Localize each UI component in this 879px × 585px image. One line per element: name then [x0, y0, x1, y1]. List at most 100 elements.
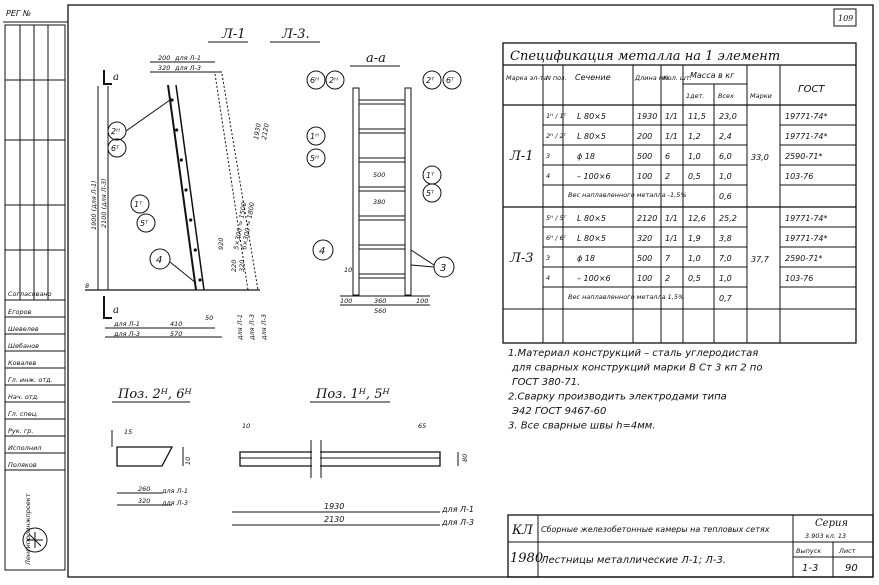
spec-length: 100 [637, 274, 652, 283]
rung [358, 128, 406, 134]
tb-issue-label: Выпуск [796, 547, 821, 555]
notes: 1.Материал конструкций – сталь углеродис… [508, 348, 762, 432]
stringer-back [175, 84, 205, 291]
aa-callout-6 [306, 70, 326, 90]
spec-section: – 100×6 [577, 172, 611, 181]
spec-section: L 80×5 [577, 132, 606, 141]
note-line: для сварных конструкций марки В Ст 3 кп … [511, 363, 762, 374]
institute-logo [22, 527, 48, 553]
aa-callout-1-label: 1ᴴ [310, 132, 319, 141]
aa-callout-1 [306, 126, 326, 146]
pos26-dim-10: 10 [184, 457, 192, 465]
spec-mass-one: 0,5 [688, 274, 701, 283]
strip-cell: Исполнил [8, 444, 41, 452]
cut-marker-bottom: а [113, 305, 119, 316]
spec-gost: 19771-74* [785, 112, 828, 121]
spec-qty: 6 [665, 152, 670, 161]
left-strip: РЕГ № Согласовано ЕгоровШевелевШебановКо… [3, 9, 68, 571]
strip-cell: Нач. отд. [8, 393, 39, 401]
spec-mass-all: 25,2 [719, 214, 737, 223]
spec-qty: 7 [665, 254, 671, 263]
dim-2120: 2120 [260, 123, 271, 141]
strip-cell: Гл. спец. [8, 410, 38, 418]
tb-sheet-val: 90 [845, 563, 858, 574]
spec-mark-total: 33,0 [751, 153, 769, 162]
spec-mass-all: 7,0 [719, 254, 732, 263]
note-line: 3. Все сварные швы h=4мм. [508, 421, 656, 432]
spec-length: 320 [637, 234, 652, 243]
pos15-dim-2130: 2130 [324, 515, 344, 524]
spec-gost: 19771-74* [785, 214, 828, 223]
dim-50: 50 [205, 314, 213, 322]
spec-section: L 80×5 [577, 214, 606, 223]
rung [358, 99, 406, 105]
tb-series-val: 3.903 кл. 13 [805, 532, 846, 540]
sheet-frame [67, 4, 874, 578]
spec-mass-one: 12,6 [688, 214, 706, 223]
pos-1-5-shape [239, 451, 441, 467]
spec-gost: 103-76 [785, 172, 813, 181]
agreed-label: Согласовано [8, 290, 52, 298]
spec-mass-one: 1,2 [688, 132, 701, 141]
dim-aa-100b: 100 [416, 297, 428, 305]
spec-qty: 1/1 [665, 214, 678, 223]
spec-mass-all: 2,4 [719, 132, 732, 141]
spec-length: 1930 [637, 112, 657, 121]
pos15-dim-10: 10 [242, 422, 250, 430]
rung [358, 244, 406, 250]
dim-for-l1: для Л-1 [174, 54, 201, 62]
spec-section: ϕ 18 [577, 152, 595, 161]
spec-pos: 3 [546, 254, 550, 262]
corner-box [833, 8, 857, 27]
spec-gost: 19771-74* [785, 234, 828, 243]
hdr-mass-one: 1дет. [686, 92, 704, 100]
cut-marker-top: а [113, 72, 119, 83]
dim-for-l1-bottom: для Л-1 [113, 320, 140, 328]
rung-end [193, 248, 197, 252]
spec-mark: Л-1 [509, 149, 534, 164]
tb-sheet-label: Лист [838, 547, 856, 555]
dim-for-l3: для Л-3 [174, 64, 201, 72]
pos15-for-l3: для Л-3 [441, 518, 474, 527]
spec-mass-all: 6,0 [719, 152, 732, 161]
dim-1930: 1930 [252, 123, 263, 141]
dim-aa-560: 560 [374, 307, 386, 315]
spec-gost: 2590-71* [785, 152, 822, 161]
spec-gost: 19771-74* [785, 132, 828, 141]
side-view: Л-1 Л-3. а а 200 для Л-1 320 для Л-3 190… [85, 27, 320, 341]
spec-mass-all: 1,0 [719, 274, 732, 283]
spec-title: Спецификация металла на 1 элемент [510, 49, 780, 64]
rail-right [404, 87, 412, 296]
note-line: 1.Материал конструкций – сталь углеродис… [508, 348, 758, 359]
spec-mass-one: 1,0 [688, 152, 701, 161]
callout-1 [130, 194, 150, 214]
view-title-l3: Л-3. [281, 27, 310, 42]
dim-320: 320 [158, 64, 170, 72]
tb-series-label: Серия [815, 518, 848, 529]
spec-pos: 4 [546, 172, 550, 180]
pos-1-5-detail: Поз. 1ᴴ, 5ᴴ 10 65 80 1930 2130 для Л-1 д… [232, 387, 474, 527]
callout-4 [149, 248, 171, 270]
hdr-pos: N поз. [546, 74, 567, 82]
tb-desc1: Сборные железобетонные камеры на тепловы… [541, 525, 770, 534]
rung-end [184, 188, 188, 192]
rung-end [198, 278, 202, 282]
aa-callout-2t-label: 2ᵀ [426, 76, 435, 85]
spec-mass-all: 1,0 [719, 172, 732, 181]
stringer-front [167, 84, 197, 291]
dim-aa-10: 10 [344, 266, 352, 274]
strip-cell: Рук. гр. [8, 427, 33, 435]
dim-200: 200 [158, 54, 170, 62]
spec-weld-val: 0,7 [719, 294, 733, 303]
rail-left [352, 87, 360, 296]
corner-number: 109 [838, 14, 853, 23]
spec-qty: 2 [665, 274, 670, 283]
spec-weld: Вес наплавленного металла -1,5% [568, 191, 687, 199]
pos-2-6-shape [116, 446, 174, 467]
pos15-dim-1930: 1930 [324, 502, 344, 511]
aa-callout-5-label: 5ᴴ [310, 154, 319, 163]
spec-pos: 3 [546, 152, 550, 160]
dim-aa-380: 380 [373, 198, 385, 206]
aa-callout-2-label: 2ᴴ [329, 76, 338, 85]
hdr-mark: Марка эл-та [506, 74, 548, 82]
